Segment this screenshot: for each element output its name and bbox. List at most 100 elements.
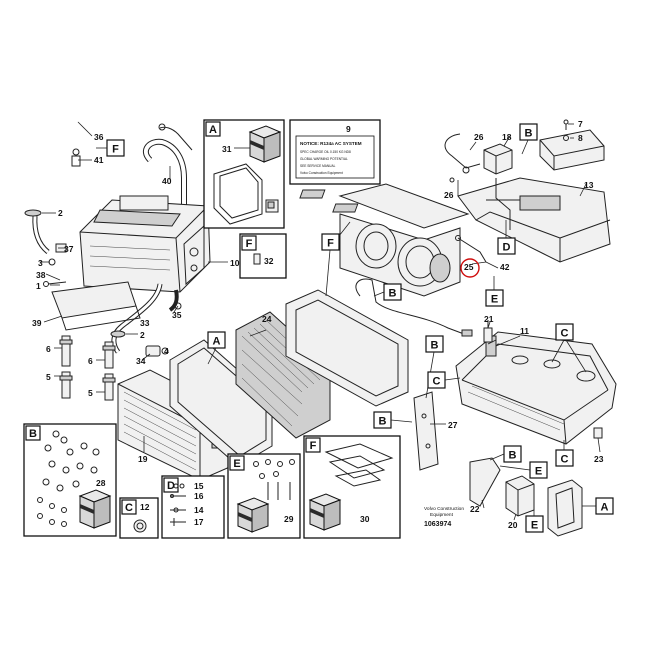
drain-pipe-6-right[interactable] [102,341,116,401]
actuator-20[interactable] [505,475,535,517]
label-15[interactable]: 15 [194,481,204,491]
label-37[interactable]: 37 [64,244,74,254]
label-1[interactable]: 1 [36,281,41,291]
cable-26[interactable] [444,133,481,183]
hose-40[interactable] [142,123,193,210]
label-25[interactable]: 25 [464,262,474,272]
duct-A[interactable] [547,479,583,537]
label-2-mid[interactable]: 2 [140,330,145,340]
label-7[interactable]: 7 [578,119,583,129]
seal-frame-A[interactable] [213,163,263,225]
washer-8[interactable] [563,135,569,141]
label-2-left[interactable]: 2 [58,208,63,218]
label-6-right[interactable]: 6 [88,356,93,366]
blower-fan-housing[interactable] [339,213,461,297]
label-9[interactable]: 9 [346,124,351,134]
seal-set-F[interactable] [324,443,394,487]
label-41[interactable]: 41 [94,155,104,165]
label-40[interactable]: 40 [162,176,172,186]
bolt-set-E[interactable] [253,459,295,501]
label-33[interactable]: 33 [140,318,150,328]
label-28[interactable]: 28 [96,478,106,488]
pipe-2-left[interactable] [24,209,50,254]
notice-label-9[interactable]: NOTICE: R134a AC SYSTEM SPEC CHARGE OIL … [295,135,375,179]
label-3[interactable]: 3 [38,258,43,268]
seal-clip-A[interactable] [265,199,279,213]
label-22[interactable]: 22 [470,504,480,514]
cover-13[interactable] [457,177,611,263]
sensor-25[interactable] [455,235,487,263]
label-36[interactable]: 36 [94,132,104,142]
label-5-right[interactable]: 5 [88,388,93,398]
label-10[interactable]: 10 [230,258,240,268]
key-D-mid[interactable] [497,237,516,255]
sensor-38[interactable] [43,281,67,287]
key-E-low2[interactable] [525,515,544,533]
pipe-33[interactable] [110,283,163,354]
drain-pipe-6-left[interactable] [59,335,73,399]
key-B-mid2[interactable] [425,335,444,353]
clip-17[interactable] [170,518,186,526]
fitting-41[interactable] [71,148,81,167]
plate-27[interactable] [413,391,439,471]
pipe-36[interactable] [33,121,80,217]
label-5-left[interactable]: 5 [46,372,51,382]
label-23[interactable]: 23 [594,454,604,464]
label-26-low[interactable]: 26 [444,190,454,200]
filter-housing-frame[interactable] [285,289,409,407]
bracket-22[interactable] [469,457,501,507]
label-27[interactable]: 27 [448,420,458,430]
blower-cover[interactable] [299,183,470,229]
grommet-12[interactable] [133,519,147,533]
label-30[interactable]: 30 [360,514,370,524]
control-unit-18[interactable] [483,143,513,175]
label-31[interactable]: 31 [222,144,232,154]
hose-fitting-34[interactable] [145,345,169,357]
label-19[interactable]: 19 [138,454,148,464]
label-39[interactable]: 39 [32,318,42,328]
bracket-39[interactable] [51,281,141,331]
heater-housing-10[interactable] [79,195,211,293]
label-32[interactable]: 32 [264,256,274,266]
bracket-B-top[interactable] [539,129,605,171]
kit-package-28[interactable] [78,489,112,529]
screw-7[interactable] [563,119,569,130]
label-12[interactable]: 12 [140,502,150,512]
part-32[interactable] [253,253,261,265]
clip-15[interactable] [173,483,185,489]
key-C-r1[interactable] [555,323,574,341]
label-38[interactable]: 38 [36,270,46,280]
linkage-D[interactable] [486,178,520,230]
key-E-mid[interactable] [485,289,504,307]
label-34[interactable]: 34 [136,356,146,366]
label-21[interactable]: 21 [484,314,494,324]
pipe-35[interactable] [168,289,182,312]
label-17[interactable]: 17 [194,517,204,527]
label-6-left[interactable]: 6 [46,344,51,354]
kit-package-29[interactable] [236,497,270,533]
key-F-mid[interactable] [321,233,340,251]
kit-package-31[interactable] [248,125,282,163]
key-C-r3[interactable] [555,449,574,467]
filter-frame[interactable] [169,339,273,467]
label-42[interactable]: 42 [500,262,510,272]
label-29[interactable]: 29 [284,514,294,524]
label-4[interactable]: 4 [164,346,169,356]
clip-16[interactable] [170,494,186,498]
clip-14[interactable] [170,507,186,513]
label-14[interactable]: 14 [194,505,204,515]
label-16[interactable]: 16 [194,491,204,501]
key-A-mid[interactable] [207,331,226,349]
label-11[interactable]: 11 [520,326,529,336]
label-18[interactable]: 18 [502,132,512,142]
clip-23[interactable] [593,427,603,439]
label-8[interactable]: 8 [578,133,583,143]
wiring-harness-B[interactable] [355,278,473,337]
label-26-top[interactable]: 26 [474,132,484,142]
label-13[interactable]: 13 [584,180,594,190]
label-35[interactable]: 35 [172,310,182,320]
housing-11[interactable] [455,331,617,445]
fastener-set-B[interactable] [37,430,100,527]
kit-package-30[interactable] [308,493,342,531]
label-20[interactable]: 20 [508,520,518,530]
